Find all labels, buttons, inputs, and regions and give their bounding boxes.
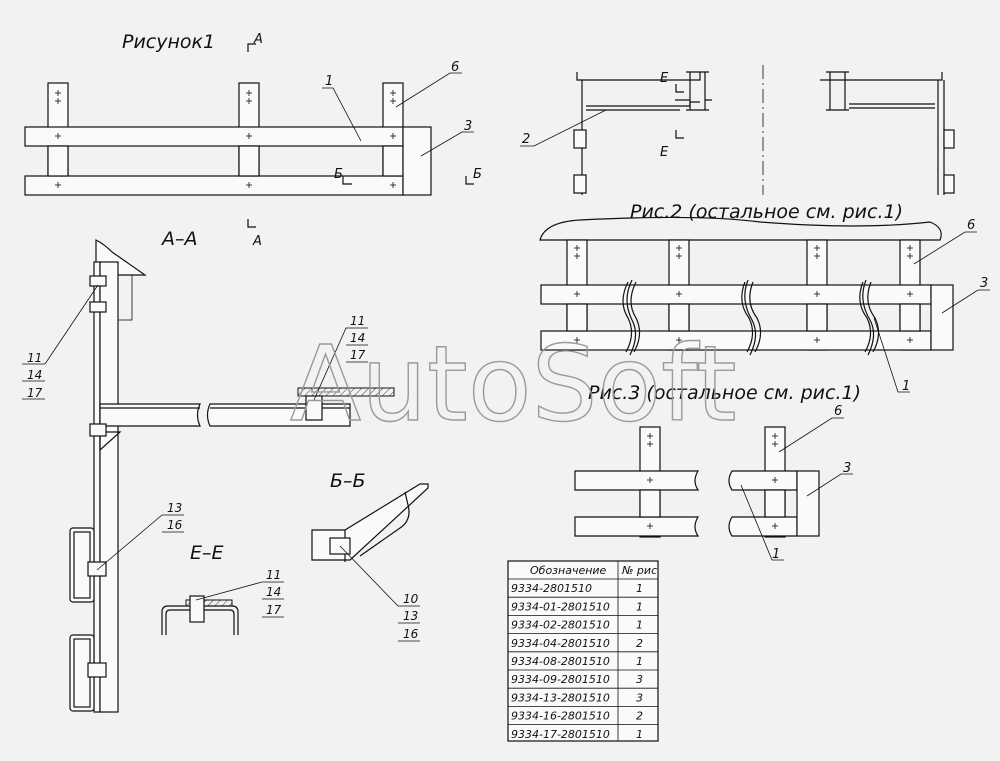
bb-callout-16: 16 (403, 627, 419, 641)
fig1-callout-3: 3 (464, 119, 472, 134)
top-right-view (573, 65, 955, 195)
fig1-frame (24, 82, 432, 196)
table-cell-figure: 2 (636, 710, 643, 723)
fig2-callout-6: 6 (967, 218, 975, 233)
ee-callout-11: 11 (266, 568, 281, 582)
table-cell-designation: 9334-04-2801510 (511, 637, 610, 650)
table-cell-designation: 9334-17-2801510 (511, 728, 610, 741)
aa-right-callout-17: 17 (350, 348, 366, 362)
table-cell-figure: 3 (636, 691, 643, 704)
top-right-callout-2: 2 (522, 132, 530, 147)
cut-mark-a-bottom: А (252, 234, 262, 249)
cut-mark-b-left: Б (334, 167, 343, 182)
cut-mark-e-bottom: Е (660, 145, 669, 160)
table-header-figure: № рис (621, 564, 657, 577)
section-bb-title: Б–Б (330, 470, 366, 492)
fig1-title: Рисунок1 (122, 31, 215, 53)
table-cell-designation: 9334-09-2801510 (511, 673, 610, 686)
fig2-callout-1: 1 (902, 379, 910, 394)
cut-mark-b-right: Б (473, 167, 482, 182)
designation-table: Обозначение № рис 9334-2801510 1 9334-01-2… (507, 560, 659, 742)
table-cell-figure: 1 (636, 619, 643, 632)
section-ee (161, 595, 239, 635)
table-cell-figure: 3 (636, 673, 643, 686)
aa-right-callout-14: 14 (350, 331, 365, 345)
ee-callout-17: 17 (266, 603, 282, 617)
table-cell-designation: 9334-08-2801510 (511, 655, 610, 668)
fig3-callout-3: 3 (843, 461, 851, 476)
section-bb (311, 483, 429, 562)
section-aa (69, 239, 395, 713)
table-cell-figure: 1 (636, 582, 643, 595)
fig2-frame (539, 216, 954, 356)
table-cell-designation: 9334-02-2801510 (511, 619, 610, 632)
fig3-title: Рис.3 (остальное см. рис.1) (588, 382, 861, 404)
cut-mark-a-top: А (253, 32, 263, 47)
table-header-designation: Обозначение (530, 564, 607, 577)
fig1-callout-6: 6 (451, 60, 459, 75)
bb-callout-10: 10 (403, 592, 419, 606)
table-cell-figure: 1 (636, 655, 643, 668)
table-cell-designation: 9334-2801510 (511, 582, 592, 595)
fig1-callout-1: 1 (325, 74, 333, 89)
table-cell-designation: 9334-13-2801510 (511, 691, 610, 704)
table-cell-figure: 2 (636, 637, 643, 650)
aa-bottom-callout-16: 16 (167, 518, 183, 532)
section-aa-title: А–А (160, 228, 198, 250)
aa-left-callout-11: 11 (27, 351, 42, 365)
aa-right-callout-11: 11 (350, 314, 365, 328)
table-cell-figure: 1 (636, 728, 643, 741)
fig2-callout-3: 3 (980, 276, 988, 291)
fig3-frame (574, 426, 820, 538)
ee-callout-14: 14 (266, 585, 281, 599)
fig3-callout-6: 6 (834, 404, 842, 419)
fig2-title: Рис.2 (остальное см. рис.1) (630, 201, 903, 223)
aa-left-callout-17: 17 (27, 386, 43, 400)
section-ee-title: Е–Е (190, 542, 224, 564)
watermark-text: AutoSoft (290, 323, 737, 445)
table-cell-designation: 9334-16-2801510 (511, 710, 610, 723)
table-cell-designation: 9334-01-2801510 (511, 600, 610, 613)
bb-callout-13: 13 (403, 609, 418, 623)
fig3-callout-1: 1 (772, 547, 780, 562)
aa-bottom-callout-13: 13 (167, 501, 182, 515)
cut-mark-e-top: Е (660, 71, 669, 86)
aa-left-callout-14: 14 (27, 368, 42, 382)
table-cell-figure: 1 (636, 600, 643, 613)
